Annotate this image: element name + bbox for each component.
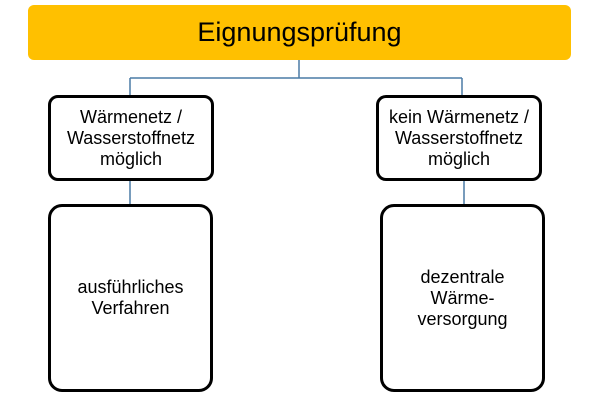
root-node-label: Eignungsprüfung xyxy=(197,17,402,47)
outcome-label-right: dezentrale Wärme- versorgung xyxy=(417,266,508,329)
condition-label-right: kein Wärmenetz / Wasserstoffnetz möglich xyxy=(388,106,530,169)
outcome-node-left: ausführliches Verfahren xyxy=(48,204,213,392)
root-node: Eignungsprüfung xyxy=(28,5,571,60)
condition-label-left: Wärmenetz / Wasserstoffnetz möglich xyxy=(66,106,196,169)
condition-node-right: kein Wärmenetz / Wasserstoffnetz möglich xyxy=(376,95,542,181)
outcome-label-left: ausführliches Verfahren xyxy=(77,277,184,318)
condition-node-left: Wärmenetz / Wasserstoffnetz möglich xyxy=(48,95,214,181)
outcome-node-right: dezentrale Wärme- versorgung xyxy=(380,204,545,392)
